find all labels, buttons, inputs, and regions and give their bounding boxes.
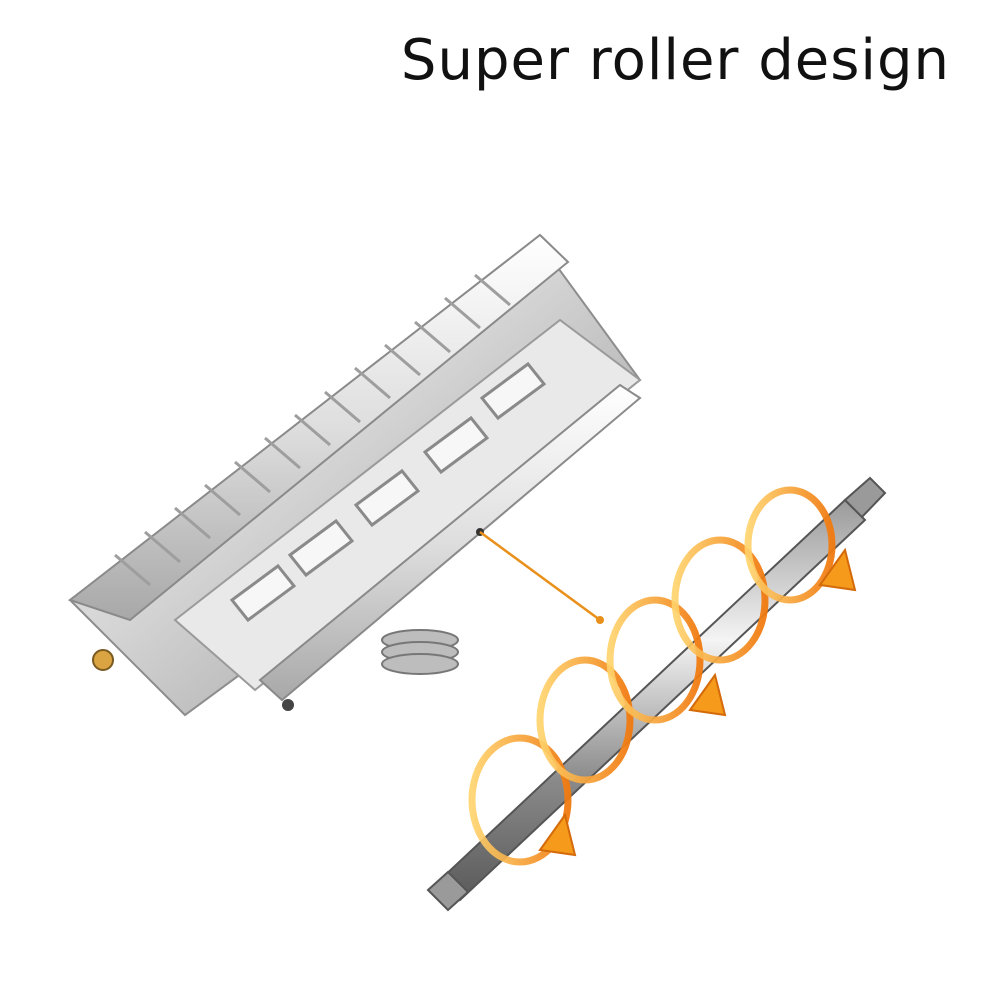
arrow-heads [538,547,857,857]
rotation-arrow-icons [468,486,836,866]
razor-head-icon [67,233,642,717]
leader-line [476,528,604,624]
headline: Super roller design [400,28,950,93]
roller-rod-icon [426,476,887,912]
